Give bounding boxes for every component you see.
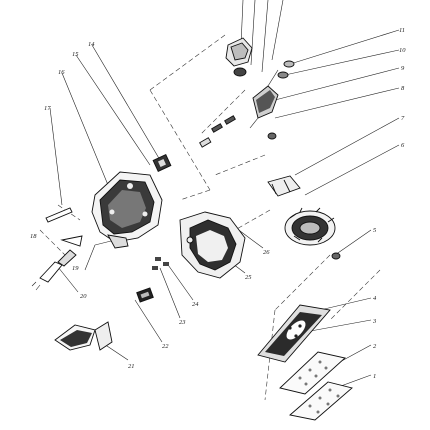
dust-adapter-part xyxy=(54,321,113,351)
callout-11: 11 xyxy=(399,27,405,34)
power-cord-part xyxy=(31,207,83,291)
armature-part xyxy=(249,60,295,140)
callout-24: 24 xyxy=(192,301,199,308)
callout-16: 16 xyxy=(58,69,65,76)
stator-bracket-part xyxy=(267,175,301,197)
callout-20: 20 xyxy=(80,293,87,300)
screws-part xyxy=(199,115,236,148)
bearing-cap-part xyxy=(225,37,253,77)
callout-6: 6 xyxy=(401,142,405,149)
callout-labels: 1 2 3 4 5 6 7 8 9 10 11 14 15 16 17 18 1… xyxy=(30,27,406,380)
callout-3: 3 xyxy=(372,318,377,325)
housing-cover-part xyxy=(179,211,246,279)
base-plate-part xyxy=(257,304,331,363)
callout-5: 5 xyxy=(373,227,377,234)
callout-4: 4 xyxy=(373,295,377,302)
callout-19: 19 xyxy=(72,265,79,272)
callout-25: 25 xyxy=(245,274,252,281)
fan-part xyxy=(284,207,341,260)
sanding-pad-part xyxy=(279,351,353,421)
callout-9: 9 xyxy=(401,65,405,72)
callout-2: 2 xyxy=(373,343,377,350)
callout-21: 21 xyxy=(128,363,135,370)
callout-15: 15 xyxy=(72,51,79,58)
callout-26: 26 xyxy=(263,249,270,256)
callout-17: 17 xyxy=(44,105,51,112)
callout-7: 7 xyxy=(401,115,405,122)
callout-10: 10 xyxy=(399,47,406,54)
motor-housing-part xyxy=(91,171,163,249)
callout-22: 22 xyxy=(162,343,169,350)
hardware-part xyxy=(136,257,169,303)
assembly-lines xyxy=(39,34,381,401)
brush-holder-part xyxy=(152,154,172,172)
callout-14: 14 xyxy=(88,41,95,48)
callout-23: 23 xyxy=(179,319,186,326)
callout-1: 1 xyxy=(373,373,376,380)
callout-18: 18 xyxy=(30,233,37,240)
callout-8: 8 xyxy=(401,85,405,92)
